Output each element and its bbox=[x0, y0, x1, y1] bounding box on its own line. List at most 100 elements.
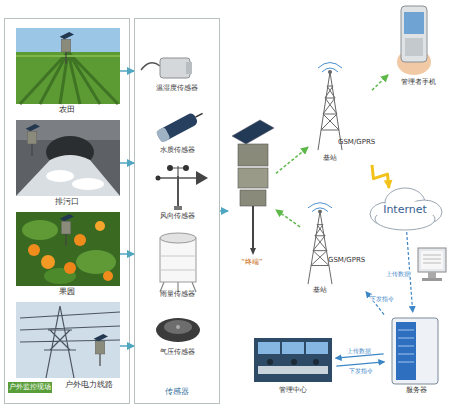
sensor-panel: 传感器 温湿度传感器水质传感器风向传感器雨量传感器气压传感器 bbox=[134, 18, 220, 404]
computer-art bbox=[418, 248, 446, 281]
internet-cloud: Internet bbox=[366, 188, 444, 232]
water-sensor-art bbox=[196, 113, 203, 117]
edge-label: 上传数据 bbox=[386, 269, 410, 276]
edge-label: 下发指令 bbox=[349, 366, 373, 373]
connector bbox=[336, 354, 384, 358]
wind-sensor-art bbox=[177, 176, 179, 210]
wind-sensor-art bbox=[158, 177, 198, 179]
wind-sensor-art bbox=[167, 165, 173, 171]
farm-photo bbox=[16, 55, 120, 57]
connector bbox=[372, 165, 389, 188]
outfall-photo bbox=[16, 155, 120, 196]
node-label: 水质传感器 bbox=[137, 146, 217, 155]
terminal-art bbox=[240, 190, 266, 206]
node-label: 气压传感器 bbox=[137, 348, 217, 357]
node-label: 雨量传感器 bbox=[137, 290, 217, 299]
sensor-item: 气压传感器 bbox=[137, 306, 217, 358]
terminal-art bbox=[250, 248, 256, 255]
node-label: 排污口 bbox=[14, 197, 120, 206]
node-label: Internet bbox=[366, 203, 444, 216]
rain-gauge-art bbox=[160, 233, 196, 292]
terminal-art bbox=[232, 120, 274, 255]
rain-gauge-art bbox=[160, 256, 196, 257]
sensor-item: 风向传感器 bbox=[137, 160, 217, 222]
tower-art bbox=[318, 63, 342, 151]
tower-art bbox=[308, 203, 332, 284]
server-art bbox=[392, 318, 438, 384]
node-label: GSM/GPRS bbox=[338, 138, 378, 147]
site-photo: 农田 bbox=[14, 26, 120, 116]
orchard-photo bbox=[103, 271, 113, 281]
base-station: GSM/GPRS基站 bbox=[300, 200, 366, 300]
pressure-sensor-art bbox=[176, 325, 180, 329]
wind-sensor-art bbox=[183, 165, 189, 171]
site-photo: 户外电力线路 bbox=[14, 300, 120, 392]
outfall-photo bbox=[26, 124, 40, 156]
server-art bbox=[398, 330, 414, 362]
node-label: 果园 bbox=[14, 287, 120, 296]
node-label: 基站 bbox=[300, 286, 340, 295]
pressure-sensor-art bbox=[156, 318, 200, 342]
sensor-item: 雨量传感器 bbox=[137, 226, 217, 300]
pressure-sensor-art bbox=[164, 320, 192, 334]
orchard-photo bbox=[95, 221, 105, 231]
monitoring-site-panel: 户外监控现场 农田排污口果园户外电力线路 bbox=[4, 18, 130, 404]
terminal-art bbox=[238, 168, 268, 188]
power-line-photo bbox=[16, 302, 120, 378]
rain-gauge-art bbox=[160, 238, 196, 282]
wind-sensor-art bbox=[156, 176, 161, 181]
outfall-photo bbox=[46, 170, 74, 182]
edge-label: 上传数据 bbox=[347, 347, 371, 354]
tower-art bbox=[308, 63, 342, 285]
outfall-photo bbox=[16, 120, 120, 196]
wind-sensor-art bbox=[196, 171, 208, 185]
control-room-art bbox=[291, 359, 297, 365]
terminal-art bbox=[232, 120, 274, 144]
node-label: 基站 bbox=[310, 154, 350, 163]
control-room-art bbox=[258, 366, 328, 374]
node-label: 风向传感器 bbox=[137, 212, 217, 221]
connector bbox=[120, 162, 134, 164]
computer-art bbox=[418, 248, 446, 272]
connector bbox=[120, 70, 134, 72]
water-sensor-art bbox=[156, 108, 206, 143]
server-art bbox=[396, 322, 416, 380]
manager-phone: 管理者手机 bbox=[388, 2, 448, 90]
water-sensor-art bbox=[156, 112, 199, 143]
wind-sensor-art bbox=[156, 165, 209, 210]
computer-art bbox=[423, 255, 441, 263]
power-line-photo bbox=[20, 306, 120, 378]
node-label: 户外监控现场 bbox=[8, 382, 52, 393]
control-room-art bbox=[306, 342, 328, 354]
control-room-art bbox=[258, 342, 280, 354]
control-room-art bbox=[254, 338, 332, 382]
node-label: 管理者手机 bbox=[388, 78, 448, 87]
humidity-sensor-art bbox=[160, 58, 190, 78]
orchard-photo bbox=[76, 250, 116, 274]
orchard-photo bbox=[64, 262, 76, 274]
terminal-art bbox=[252, 206, 254, 248]
orchard-photo bbox=[22, 220, 58, 240]
orchard-photo bbox=[16, 212, 120, 286]
power-line-photo bbox=[16, 302, 120, 378]
phone-art bbox=[404, 12, 424, 34]
computer-art bbox=[421, 251, 443, 269]
connector bbox=[276, 147, 308, 173]
orchard-photo bbox=[41, 255, 55, 269]
site-photo: 果园 bbox=[14, 210, 120, 298]
connector bbox=[276, 210, 300, 227]
power-line-photo bbox=[94, 334, 108, 366]
control-room-art bbox=[282, 342, 304, 354]
computer-art bbox=[428, 272, 436, 278]
server: 服务器 bbox=[384, 312, 448, 398]
management-center: 管理中心 bbox=[250, 334, 336, 398]
pressure-sensor-art bbox=[156, 318, 200, 342]
phone-art bbox=[401, 6, 427, 62]
site-photo: 排污口 bbox=[14, 118, 120, 208]
farm-photo bbox=[60, 32, 74, 64]
server-art bbox=[392, 318, 438, 384]
node-label: 温湿度传感器 bbox=[137, 84, 217, 93]
node-label: 传感器 bbox=[135, 387, 219, 397]
farm-photo bbox=[16, 28, 120, 104]
